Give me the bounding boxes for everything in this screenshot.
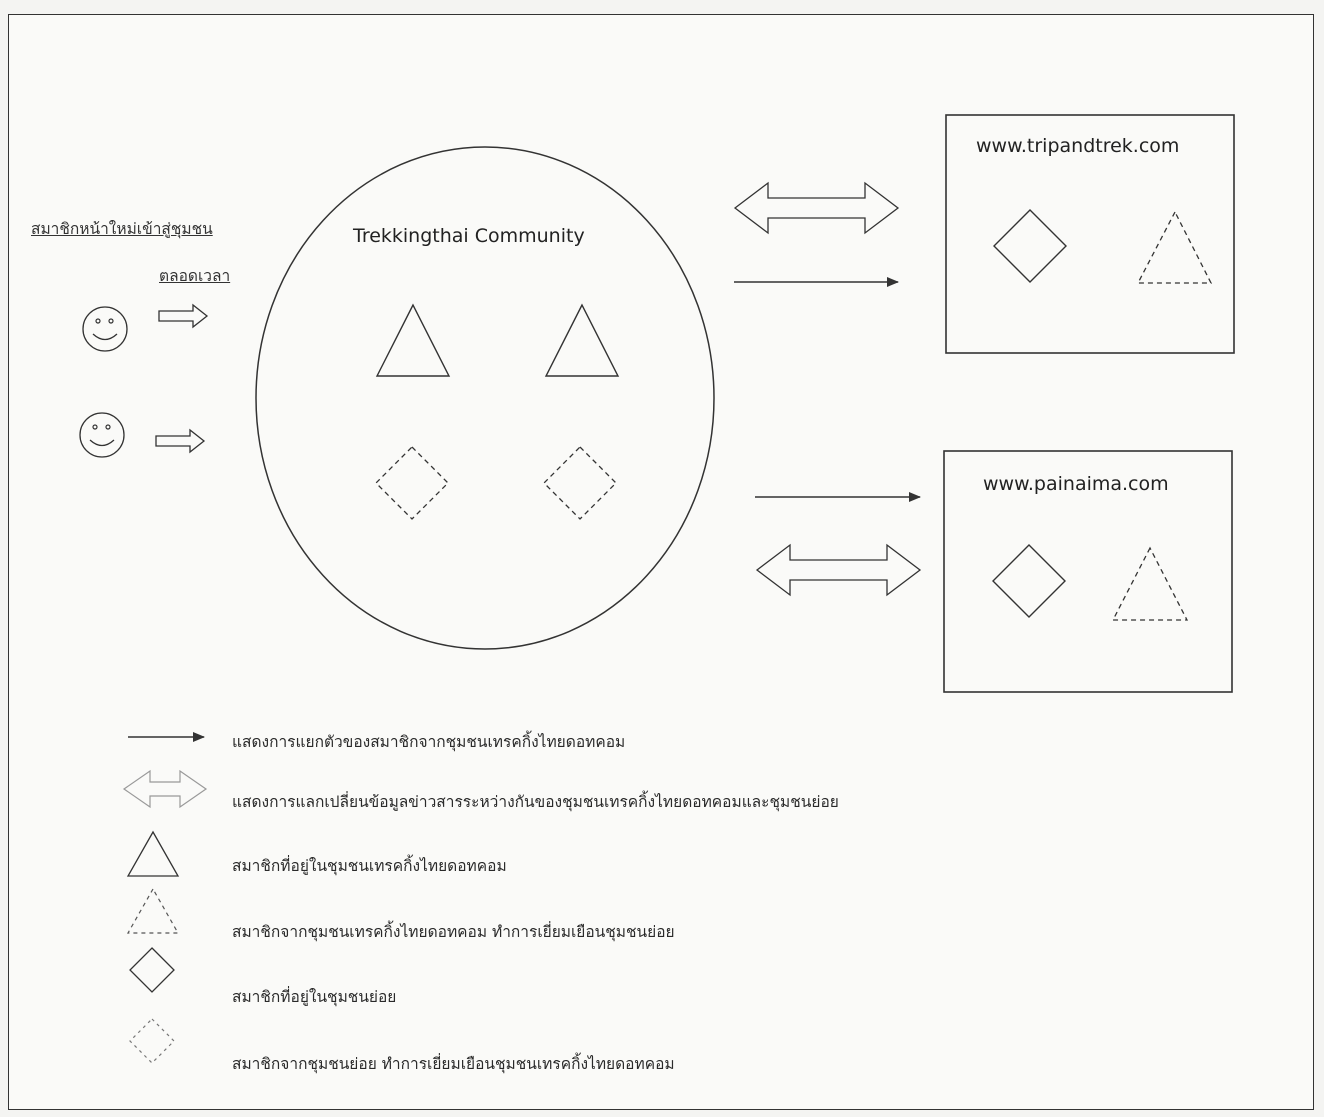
site-title-painaima: www.painaima.com bbox=[983, 473, 1169, 495]
legend-text-exchange: แสดงการแลกเปลี่ยนข้อมูลข่าวสารระหว่างกัน… bbox=[232, 793, 839, 811]
new-members-label-line2: ตลอดเวลา bbox=[159, 267, 231, 285]
visitor-diamond-icon bbox=[375, 446, 449, 520]
site-box-painaima bbox=[943, 450, 1233, 693]
visitor-triangle-icon bbox=[1111, 546, 1189, 621]
visitor-diamond-icon bbox=[543, 446, 617, 520]
sub-member-diamond-icon bbox=[992, 544, 1066, 618]
diagram-frame bbox=[8, 14, 1314, 1110]
block-arrow-icon bbox=[158, 303, 209, 329]
double-arrow-icon bbox=[122, 769, 208, 809]
triangle-icon bbox=[126, 830, 180, 877]
legend-text-separation: แสดงการแยกตัวของสมาชิกจากชุมชนเทรคกิ้งไท… bbox=[232, 733, 626, 751]
visitor-triangle-icon bbox=[1136, 210, 1213, 284]
member-triangle-icon bbox=[375, 303, 451, 377]
legend-text-member: สมาชิกที่อยู่ในชุมชนเทรคกิ้งไทยดอทคอม bbox=[232, 857, 507, 875]
legend-text-visitor-sub: สมาชิกจากชุมชนเทรคกิ้งไทยดอทคอม ทำการเยี… bbox=[232, 923, 675, 941]
member-triangle-icon bbox=[544, 303, 620, 377]
dashed-triangle-icon bbox=[126, 887, 180, 934]
smiley-face-icon bbox=[82, 306, 128, 352]
double-arrow-icon bbox=[733, 181, 900, 235]
diamond-icon bbox=[129, 947, 175, 993]
sub-member-diamond-icon bbox=[993, 209, 1067, 283]
dashed-diamond-icon bbox=[129, 1018, 175, 1064]
block-arrow-icon bbox=[155, 428, 206, 454]
community-title: Trekkingthai Community bbox=[353, 225, 585, 247]
double-arrow-icon bbox=[755, 543, 922, 597]
site-title-tripandtrek: www.tripandtrek.com bbox=[976, 135, 1180, 157]
community-circle bbox=[255, 146, 715, 650]
legend-text-visitor-main: สมาชิกจากชุมชนย่อย ทำการเยี่ยมเยือนชุมชน… bbox=[232, 1055, 675, 1073]
site-box-tripandtrek bbox=[945, 114, 1235, 354]
legend-text-sub-member: สมาชิกที่อยู่ในชุมชนย่อย bbox=[232, 988, 397, 1006]
new-members-label-line1: สมาชิกหน้าใหม่เข้าสู่ชุมชน bbox=[31, 220, 213, 238]
smiley-face-icon bbox=[79, 412, 125, 458]
